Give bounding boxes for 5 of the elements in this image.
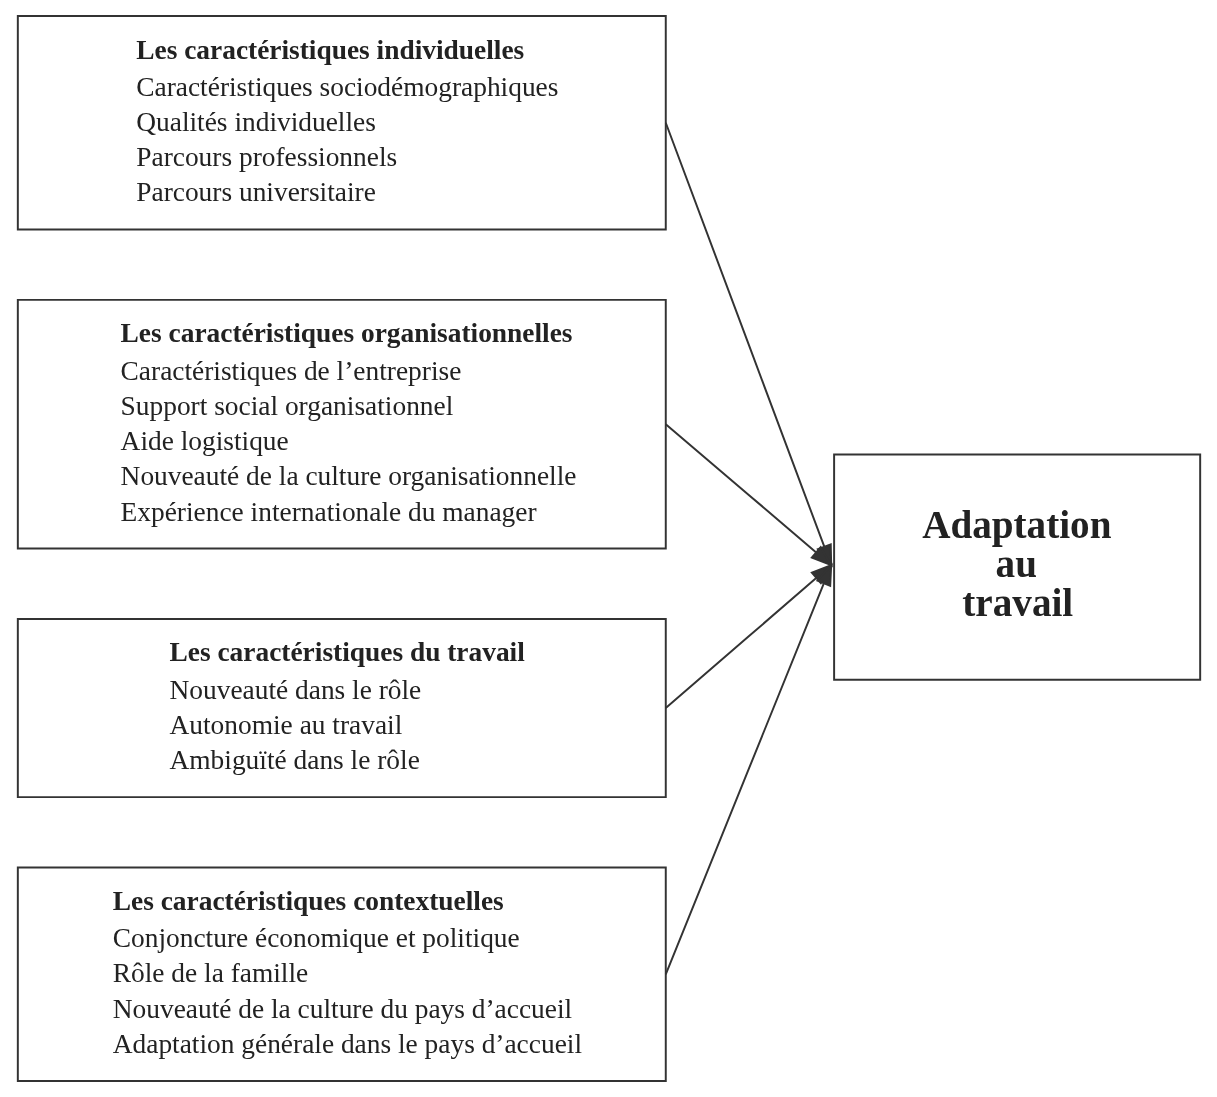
node-box: Les caractéristiques organisationnelles Caractéristiques de l’entreprise Support social organisationnel Aide logistique Nouveauté de la culture organisationnelle Expérience internationale du manager bbox=[16, 298, 667, 550]
node-box: Les caractéristiques du travail Nouveauté dans le rôle Autonomie au travail Ambiguïté dans le rôle bbox=[16, 618, 667, 799]
node-box: Les caractéristiques individuelles Caractéristiques sociodémographiques Qualités individuelles Parcours professionnels Parcours universitaire bbox=[16, 15, 667, 231]
node-box: Adaptation au travail bbox=[832, 453, 1201, 681]
node-box: Les caractéristiques contextuelles Conjoncture économique et politique Rôle de la famille Nouveauté de la culture du pays d’accueil Adaptation générale dans le pays d’accueil bbox=[16, 866, 667, 1082]
